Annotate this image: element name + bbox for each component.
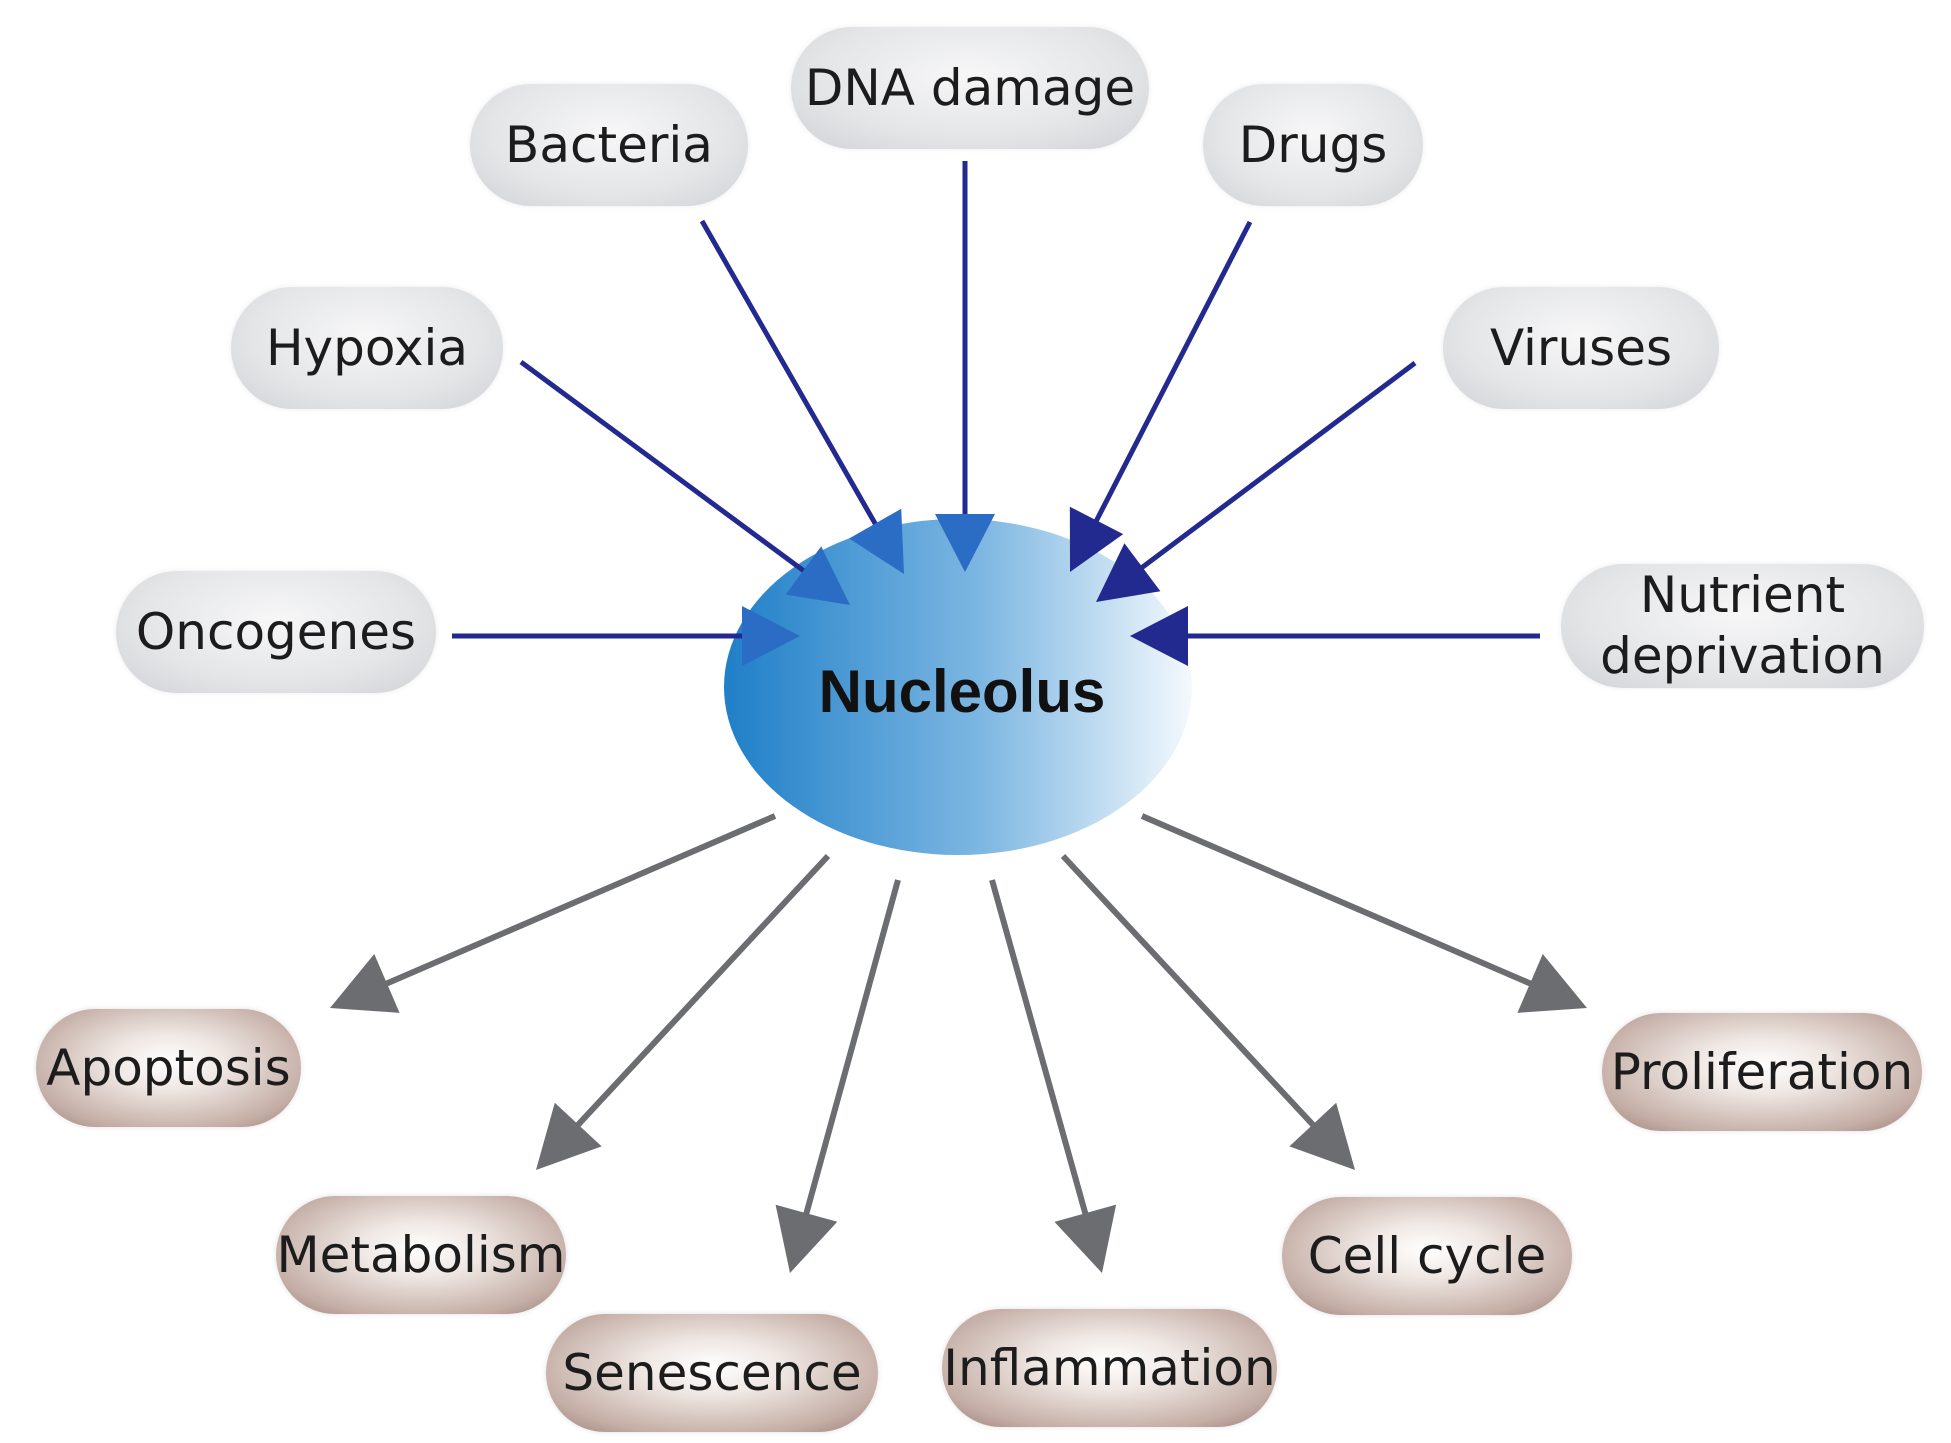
outcome-label: Metabolism: [276, 1225, 566, 1284]
arrow-shaft: [989, 879, 1090, 1218]
outcome-proliferation: Proliferation: [1602, 1013, 1922, 1131]
arrow-head: [849, 508, 904, 574]
arrow-shaft: [519, 359, 809, 575]
arrow-bacteria: [699, 219, 904, 574]
stimulus-label: DNA damage: [804, 58, 1136, 117]
stimulus-label: Drugs: [1238, 115, 1388, 174]
arrow-head: [1517, 954, 1587, 1013]
outcome-label: Senescence: [562, 1343, 862, 1402]
arrow-head: [330, 954, 400, 1013]
stimulus-label: Nutrient deprivation: [1600, 566, 1885, 685]
outcome-label: Apoptosis: [46, 1038, 291, 1097]
arrow-head: [1069, 506, 1124, 572]
nucleolus-label: Nucleolus: [818, 657, 1106, 725]
arrow-head: [742, 606, 800, 666]
input-arrows: [452, 161, 1540, 666]
stimulus-label: Bacteria: [505, 115, 713, 174]
arrow-head: [1054, 1204, 1117, 1273]
arrow-shaft: [1060, 853, 1318, 1130]
outcome-label: Proliferation: [1610, 1042, 1914, 1101]
arrow-head: [1096, 543, 1161, 602]
arrow-shaft: [699, 219, 880, 529]
stimulus-bacteria: Bacteria: [470, 84, 748, 206]
arrow-oncogenes: [452, 606, 800, 666]
arrow-apoptosis: [330, 813, 777, 1013]
stimulus-nutrient-deprivation: Nutrient deprivation: [1561, 564, 1924, 688]
stimulus-hypoxia: Hypoxia: [231, 287, 503, 409]
stimulus-oncogenes: Oncogenes: [116, 571, 436, 693]
stimulus-drugs: Drugs: [1203, 84, 1423, 206]
output-arrows: [330, 813, 1587, 1273]
arrow-nutrient-deprivation: [1130, 606, 1540, 666]
arrow-head: [935, 514, 995, 572]
arrow-hypoxia: [519, 359, 850, 605]
arrow-viruses: [1096, 360, 1417, 602]
arrow-head: [1289, 1102, 1355, 1170]
arrow-shaft: [1137, 360, 1417, 572]
arrow-shaft: [802, 879, 901, 1218]
arrow-senescence: [775, 879, 901, 1273]
arrow-drugs: [1069, 220, 1253, 572]
outcome-metabolism: Metabolism: [276, 1196, 566, 1314]
arrow-metabolism: [536, 853, 831, 1170]
arrow-head: [785, 546, 850, 605]
outcome-label: Cell cycle: [1307, 1226, 1547, 1285]
arrow-head: [1130, 606, 1188, 666]
outcome-label: Inflammation: [943, 1338, 1276, 1397]
outcome-cell-cycle: Cell cycle: [1282, 1197, 1572, 1315]
outcome-senescence: Senescence: [546, 1314, 878, 1432]
arrow-shaft: [1092, 220, 1253, 526]
arrow-shaft: [1140, 813, 1535, 988]
arrow-head: [536, 1102, 602, 1170]
arrow-inflammation: [989, 879, 1117, 1273]
arrow-head: [775, 1204, 838, 1273]
stimulus-label: Viruses: [1489, 318, 1673, 377]
arrow-shaft: [382, 813, 777, 988]
stimulus-label: Hypoxia: [265, 318, 469, 377]
outcome-inflammation: Inflammation: [942, 1309, 1277, 1427]
arrow-shaft: [573, 853, 831, 1130]
arrow-dna-damage: [935, 161, 995, 572]
outcome-apoptosis: Apoptosis: [36, 1009, 301, 1127]
stimulus-viruses: Viruses: [1443, 287, 1719, 409]
stimulus-dna-damage: DNA damage: [791, 27, 1149, 149]
arrow-proliferation: [1140, 813, 1587, 1013]
arrow-cell-cycle: [1060, 853, 1355, 1170]
stimulus-label: Oncogenes: [135, 602, 417, 661]
